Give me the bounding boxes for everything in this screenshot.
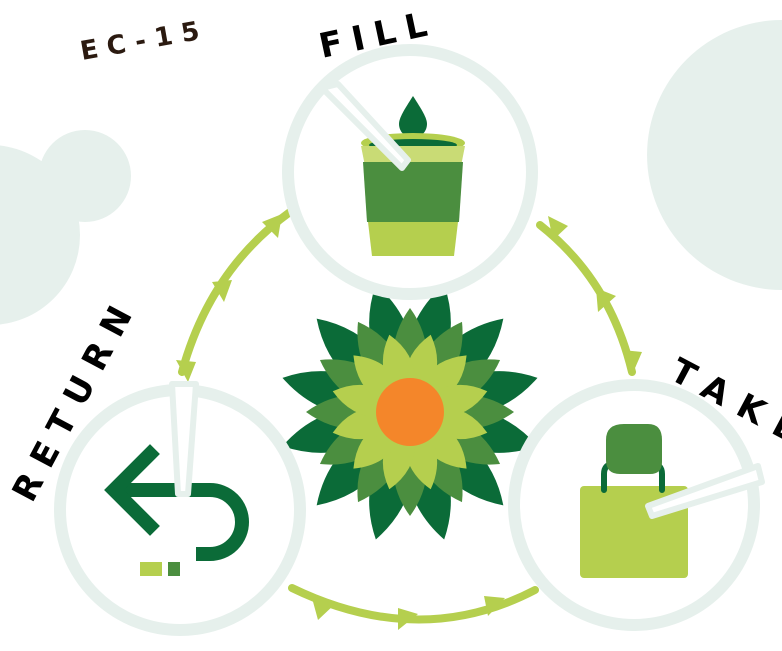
- fill-step: [282, 44, 538, 300]
- arrowhead: [212, 280, 232, 302]
- cup-sleeve: [363, 162, 463, 222]
- arrowhead: [596, 288, 616, 312]
- arrow-return-to-fill: [178, 208, 294, 376]
- background-decoration: [0, 20, 782, 325]
- return-arrow-icon: [104, 444, 249, 576]
- flower-center: [376, 378, 444, 446]
- arrowhead: [622, 350, 642, 375]
- arrowhead: [312, 598, 335, 620]
- pointer-notch-fill: [319, 81, 411, 171]
- return-arrow-head: [104, 444, 160, 536]
- droplet: [399, 96, 427, 138]
- bg-blob-right: [647, 20, 782, 290]
- cup-bottom: [368, 222, 458, 256]
- dash-light: [140, 562, 162, 576]
- arrowhead: [548, 216, 568, 240]
- arrowhead: [398, 608, 418, 630]
- take-step: [508, 379, 765, 631]
- return-arrow-path: [114, 483, 249, 561]
- code-label: EC-15: [78, 15, 211, 67]
- arrowhead: [176, 360, 196, 382]
- bg-blob-left-small: [39, 130, 131, 222]
- cup-with-droplet-icon: [361, 96, 465, 256]
- pointer-notch-return: [169, 381, 199, 497]
- arrowhead: [262, 214, 282, 238]
- hand: [606, 424, 662, 474]
- arrowhead: [484, 596, 505, 616]
- dash-mid: [168, 562, 180, 576]
- pointer-notch-take: [645, 463, 765, 519]
- flower-mandala-icon: [282, 284, 538, 540]
- arrow-fill-to-take: [536, 221, 636, 376]
- return-step: [54, 381, 306, 636]
- arrowheads: [176, 214, 642, 630]
